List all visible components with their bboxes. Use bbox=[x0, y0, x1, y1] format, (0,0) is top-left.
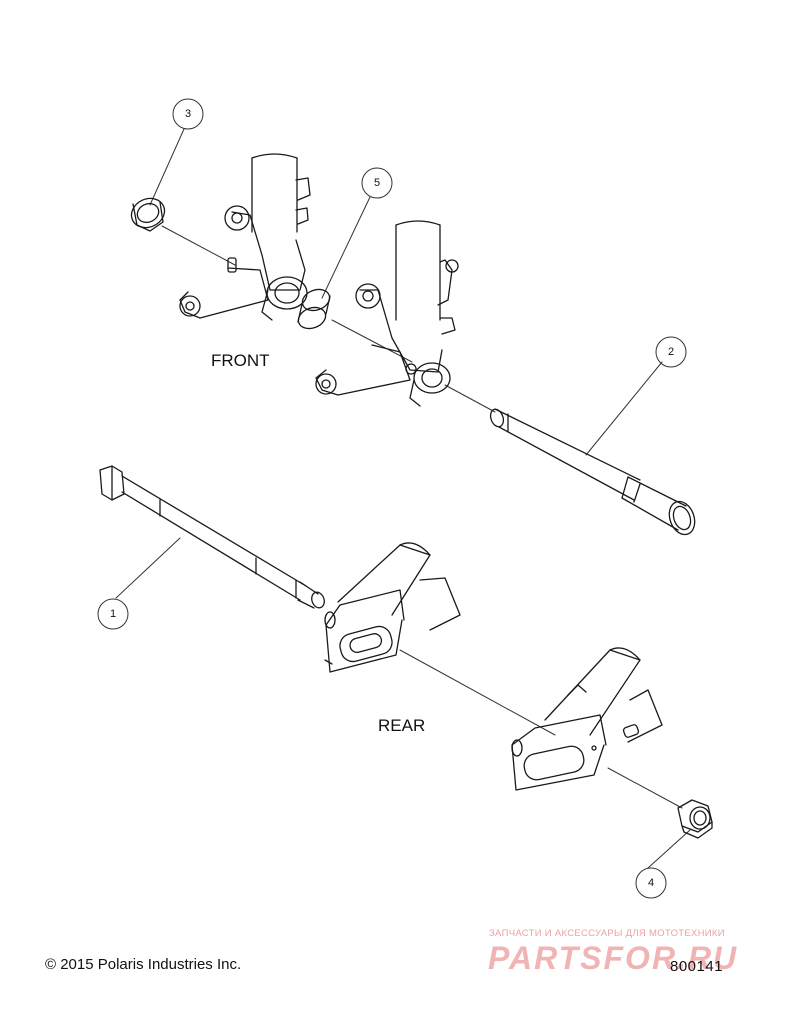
front-spindle-left bbox=[179, 153, 311, 321]
callout-2: 2 bbox=[655, 336, 687, 368]
callout-3: 3 bbox=[172, 98, 204, 130]
front-label: FRONT bbox=[211, 351, 270, 370]
svg-text:PARTSFOR.RU: PARTSFOR.RU bbox=[488, 941, 738, 975]
rear-label: REAR bbox=[378, 716, 426, 735]
copyright-text: © 2015 Polaris Industries Inc. bbox=[45, 956, 242, 973]
part-5-bushing bbox=[297, 288, 331, 330]
part-4-nut bbox=[677, 799, 713, 839]
front-spindle-right bbox=[315, 220, 459, 407]
callout-4: 4 bbox=[635, 867, 667, 899]
callout-2-number: 2 bbox=[668, 346, 674, 358]
part-2-front-shaft bbox=[489, 408, 696, 536]
callout-1: 1 bbox=[97, 598, 129, 630]
callout-4-number: 4 bbox=[648, 877, 654, 889]
watermark-logo: PARTSFOR.RU bbox=[488, 941, 738, 975]
drawing-number: 800141 bbox=[670, 958, 724, 975]
rear-frame-bracket-right bbox=[511, 647, 663, 791]
leader-lines bbox=[115, 128, 691, 869]
rear-frame-bracket-left bbox=[324, 542, 461, 673]
callout-5-number: 5 bbox=[374, 177, 380, 189]
part-3-flange-nut bbox=[130, 197, 166, 232]
callout-5: 5 bbox=[361, 167, 393, 199]
callout-1-number: 1 bbox=[110, 608, 116, 620]
watermark-tagline: ЗАПЧАСТИ И АКСЕССУАРЫ ДЛЯ МОТОТЕХНИКИ bbox=[489, 928, 725, 939]
callout-3-number: 3 bbox=[185, 108, 191, 120]
part-1-rear-bolt bbox=[99, 465, 325, 609]
